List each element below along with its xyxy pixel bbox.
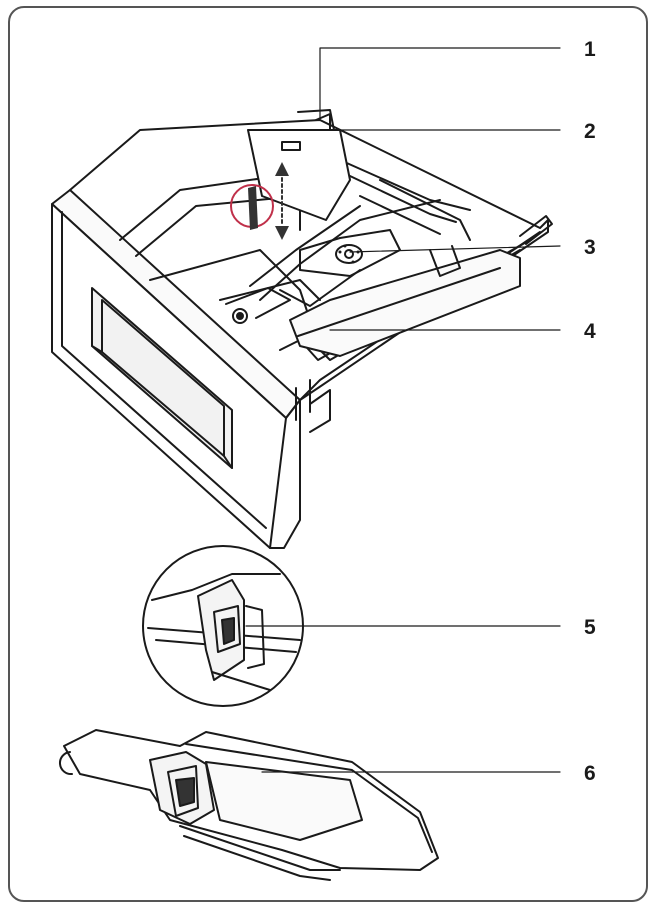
callout-2: 2	[584, 120, 596, 143]
callout-1: 1	[584, 38, 596, 61]
detergent-drawer	[51, 109, 553, 549]
leader-1	[319, 47, 561, 121]
callout-6: 6	[584, 762, 596, 785]
liquid-insert	[58, 729, 439, 881]
liquid-flap	[247, 129, 351, 221]
leader-3	[349, 245, 561, 253]
leader-lines	[245, 47, 561, 773]
softener-cap	[335, 244, 363, 264]
detail-magnifier	[142, 545, 304, 707]
compartment-4	[289, 249, 521, 357]
callout-5: 5	[584, 616, 596, 639]
callout-4: 4	[584, 320, 596, 343]
callout-3: 3	[584, 236, 596, 259]
